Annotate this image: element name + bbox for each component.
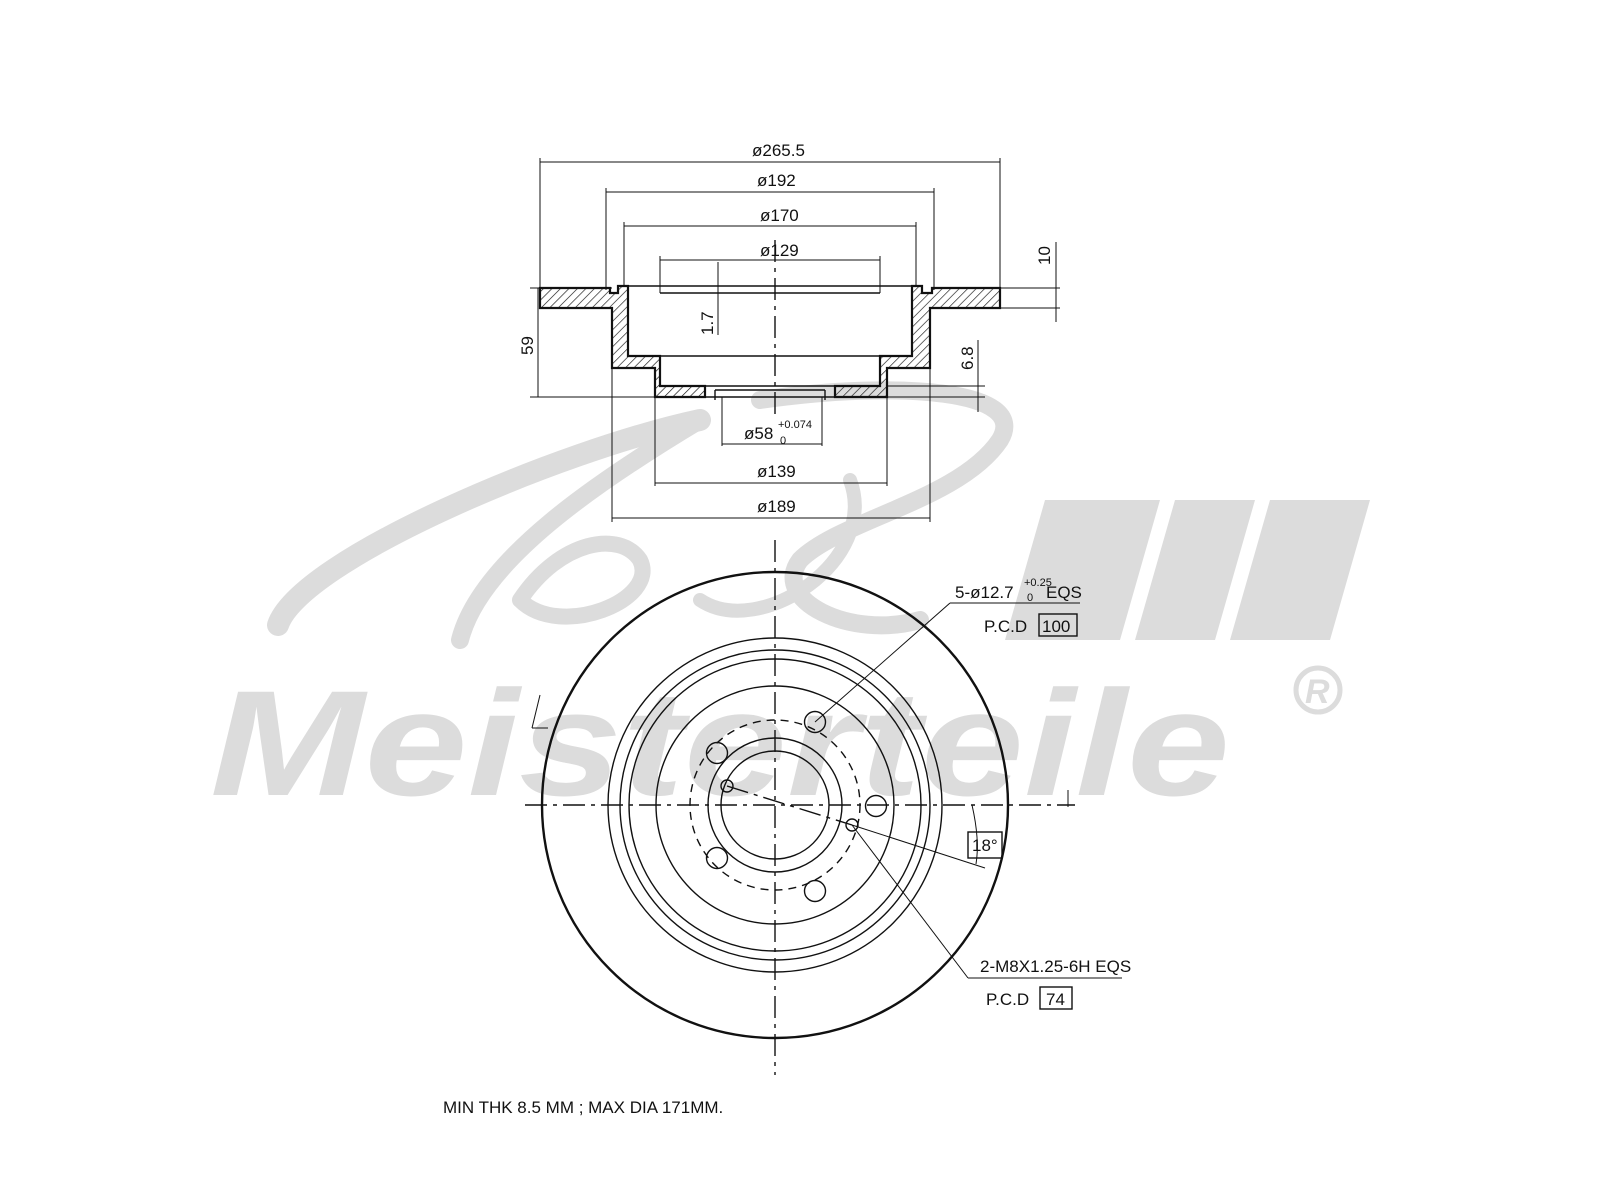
bolt-pcd-box	[1038, 613, 1078, 637]
watermark-stripes-logo	[1005, 500, 1370, 640]
dim-center-bore-tol-upper: +0.074	[778, 419, 812, 431]
dim-bore-step-diameter: ø129	[760, 241, 799, 260]
bolt-hole	[803, 710, 827, 734]
bolt-hole	[803, 879, 827, 903]
watermark-registered-mark: R	[1305, 673, 1330, 711]
bolt-holes-tol-lower: 0	[1027, 592, 1033, 604]
disc-section-right	[833, 284, 1002, 399]
bolt-holes-tol-upper: +0.25	[1024, 577, 1052, 589]
watermark-script-mark	[267, 381, 1014, 649]
threaded-hole	[720, 779, 734, 793]
dim-overall-diameter: ø265.5	[752, 141, 805, 160]
threaded-hole	[845, 818, 859, 832]
bolt-holes-label: 5-ø12.7	[955, 583, 1014, 602]
watermark-registered-circle	[1293, 665, 1343, 715]
angle-box	[967, 831, 1003, 859]
bolt-holes-suffix: EQS	[1046, 583, 1082, 602]
plan-view: 5-ø12.7 +0.25 0 EQS P.C.D 100 18° 2-M8X1…	[525, 540, 1131, 1075]
dim-total-height: 59	[518, 336, 537, 355]
dim-flange-diameter: ø139	[757, 462, 796, 481]
angle-label: 18°	[972, 836, 998, 855]
bolt-hole	[864, 794, 888, 818]
footer-note: MIN THK 8.5 MM ; MAX DIA 171MM.	[443, 1098, 723, 1117]
dim-center-bore: ø58	[744, 424, 773, 443]
bolt-hole	[705, 741, 729, 765]
dim-step-depth: 1.7	[698, 311, 717, 335]
thread-pcd-label: P.C.D	[986, 990, 1029, 1009]
bolt-pcd-label: P.C.D	[984, 617, 1027, 636]
dim-hat-base-diameter: ø189	[757, 497, 796, 516]
section-view: ø265.5 ø192 ø170 ø129 1.7 10 59 6.8	[518, 141, 1060, 522]
dim-hat-outer-diameter: ø192	[757, 171, 796, 190]
dim-disc-thickness: 10	[1035, 246, 1054, 265]
watermark: Meisterteile R	[210, 381, 1370, 827]
thread-pcd-value: 74	[1046, 990, 1065, 1009]
bolt-hole	[705, 846, 729, 870]
thread-pcd-box	[1039, 986, 1073, 1010]
thread-holes-label: 2-M8X1.25-6H EQS	[980, 957, 1131, 976]
dim-flange-thickness: 6.8	[958, 346, 977, 370]
dim-hat-inner-diameter: ø170	[760, 206, 799, 225]
bolt-pcd-value: 100	[1042, 617, 1070, 636]
dim-center-bore-tol-lower: 0	[780, 435, 786, 447]
disc-section-left	[538, 284, 707, 399]
